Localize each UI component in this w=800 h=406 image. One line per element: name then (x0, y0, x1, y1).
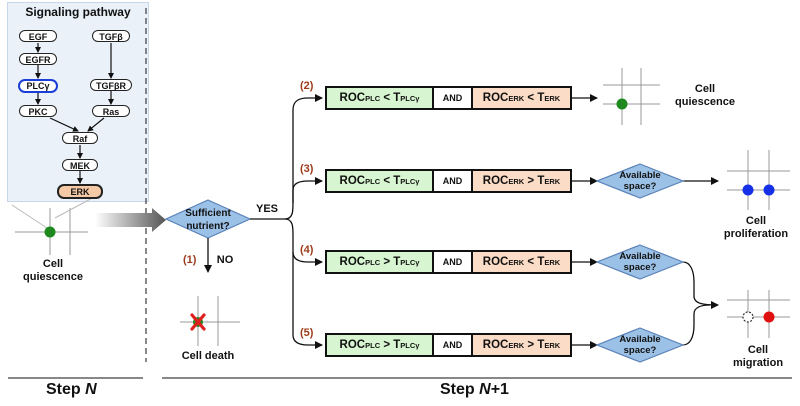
step-n-label: Step N (46, 381, 97, 398)
transition-arrow (95, 208, 166, 232)
branch-num-5: (5) (300, 327, 314, 339)
branch-num-3: (3) (300, 163, 314, 175)
space-question-4: Available space? (619, 251, 661, 273)
migration-grid (727, 290, 790, 338)
step-n1-label: Step N+1 (440, 381, 509, 398)
node-tgfb: TGFβ (92, 30, 130, 42)
node-egf: EGF (19, 30, 57, 42)
branch-num-1: (1) (183, 254, 197, 266)
space-diamond-4 (595, 244, 685, 280)
and-label: AND (432, 88, 473, 108)
outcome-quiescence-label: Cell quiescence (675, 83, 735, 108)
and-label: AND (432, 335, 473, 355)
death-x-mark (190, 313, 206, 331)
space-question-5: Available space? (619, 334, 661, 356)
pathway-title: Signaling pathway (25, 5, 131, 19)
space-diamond-3 (595, 163, 685, 199)
node-mek: MEK (62, 159, 98, 171)
node-raf: Raf (62, 132, 98, 144)
node-pkc: PKC (19, 105, 57, 117)
node-ras: Ras (92, 105, 130, 117)
left-cell-grid (11, 194, 99, 255)
yes-label: YES (255, 203, 278, 215)
migration-old-position (742, 311, 754, 323)
cell-death-label: Cell death (181, 350, 235, 362)
outcome-proliferation-label: Cell proliferation (723, 215, 789, 240)
pathway-arrows (35, 43, 114, 184)
left-quiescence-label: Cell quiescence (23, 258, 83, 283)
node-tgfbr: TGFβR (90, 79, 132, 91)
proliferation-cell-1 (742, 184, 754, 196)
outcome-migration-label: Cell migration (732, 344, 784, 369)
branch-num-4: (4) (300, 244, 314, 256)
quiescence-cell (616, 98, 628, 110)
space-diamond-5 (595, 327, 685, 363)
and-label: AND (432, 171, 473, 191)
space-question-3: Available space? (619, 170, 661, 192)
proliferation-grid (727, 150, 790, 210)
node-egfr: EGFR (19, 53, 57, 65)
branch-num-2: (2) (300, 80, 314, 92)
quiescent-cell-marker (44, 226, 56, 238)
no-label: NO (216, 254, 234, 266)
branch-lines (250, 94, 719, 349)
proliferation-cell-2 (763, 184, 775, 196)
death-cell-grid (180, 296, 240, 346)
quiescence-grid (603, 68, 660, 125)
and-label: AND (432, 252, 473, 272)
node-plc: PLCγ (18, 79, 58, 93)
migration-cell (763, 311, 775, 323)
node-erk: ERK (57, 184, 103, 199)
nutrient-question: Sufficient nutrient? (185, 208, 231, 232)
